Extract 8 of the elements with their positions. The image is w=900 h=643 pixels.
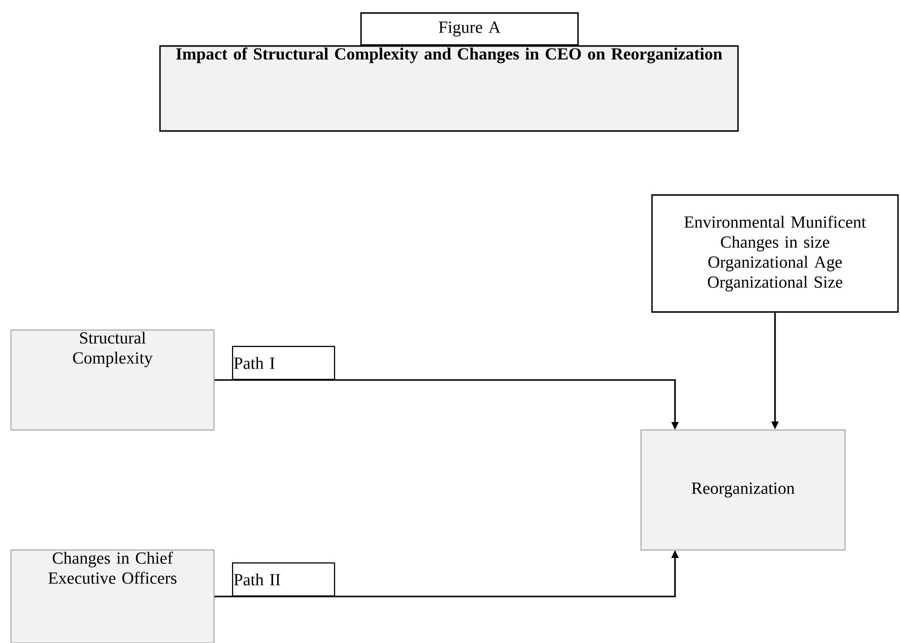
factor-box: Environmental Munificent Changes in size Organizational Age Organizational Size (651, 194, 899, 313)
factor-box: Structural Complexity (10, 330, 214, 430)
edge-label: Path I (232, 346, 336, 380)
outcome-box: Reorganization (640, 430, 846, 550)
title-box: Impact of Structural Complexity and Changes in CEO on Reorganization (159, 45, 739, 132)
caption-box: Figure A (360, 12, 579, 46)
factor-box: Changes in Chief Executive Officers (10, 550, 214, 643)
edge-label: Path II (232, 562, 336, 596)
